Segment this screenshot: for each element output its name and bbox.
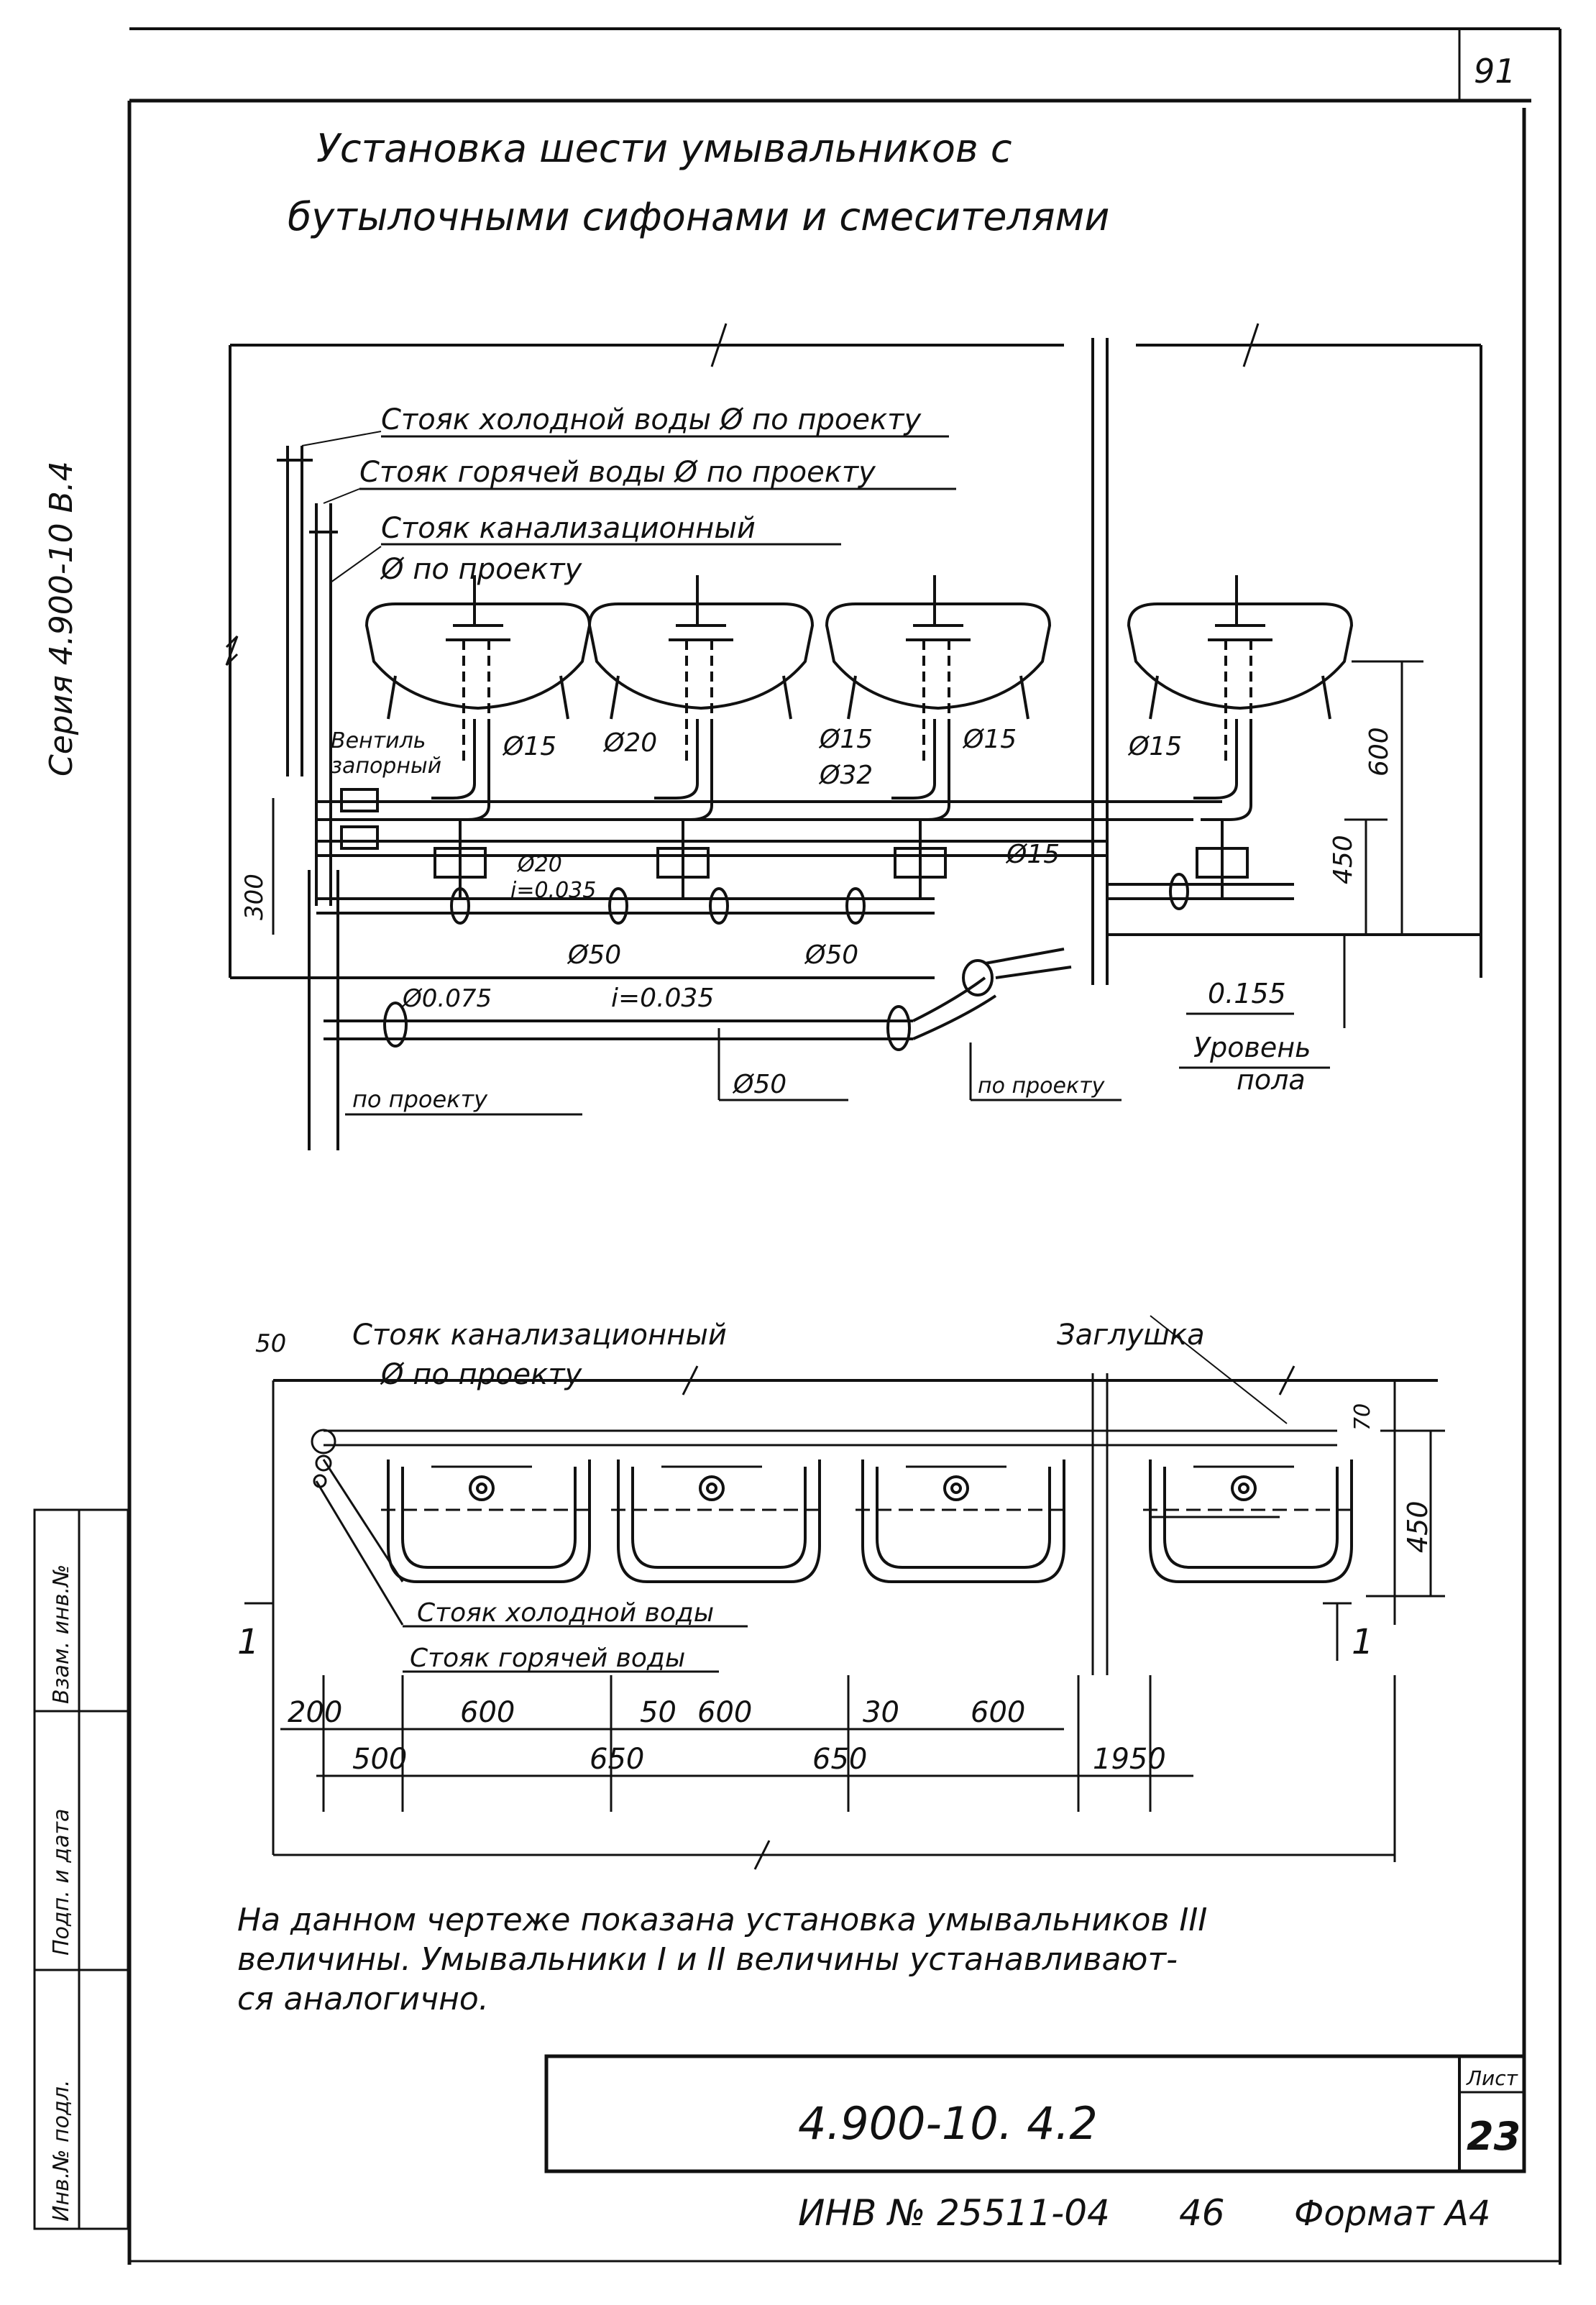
title-line-2: бутылочными сифонами и смесителями [288,194,1109,239]
elev-d075: Ø0.075 [401,984,492,1013]
plan-sewer-riser-label-1: Стояк канализационный [352,1319,727,1352]
plan-dim-row1-label: 30 [863,1696,899,1729]
plan-hot-riser-label: Стояк горячей воды [410,1644,685,1673]
elev-d50-c: Ø50 [732,1070,786,1099]
elev-by-project-a: по проекту [352,1086,488,1113]
plan-dim-70: 70 [1350,1403,1375,1431]
plan-sink [1143,1459,1359,1583]
section-marker-right: 1 [1352,1622,1374,1662]
elev-d15-d: Ø15 [1127,732,1182,761]
elev-dim-450: 450 [1329,835,1358,884]
plan-cold-riser-label: Стояк холодной воды [417,1598,714,1628]
elev-d15-c: Ø15 [962,725,1017,754]
plan-sewer-riser-label-2: Ø по проекту [380,1358,583,1391]
plan-sinks [381,1459,1359,1583]
footer-num: 46 [1179,2192,1225,2234]
elev-d15-e: Ø15 [1005,840,1060,869]
stamp-col-3: Взам. инв.№ [49,1564,74,1704]
plan-view [244,1365,1438,1855]
elevation-dimensions [272,660,1423,1116]
note-line-2: величины. Умывальники I и II величины ус… [237,1941,1178,1978]
elev-d20-slope: Ø20 [516,852,562,877]
plan-sink [856,1459,1071,1583]
elevation-sink [587,575,815,899]
plan-dim-row1-label: 600 [697,1696,752,1729]
footer-inv: ИНВ № 25511-04 [798,2192,1110,2234]
elev-dim-300: 300 [240,874,269,920]
elev-mark-0155: 0.155 [1208,978,1286,1009]
sheet-label: Лист [1466,2066,1518,2090]
elev-slope-a: i=0.035 [510,878,596,903]
elev-hot-riser-label: Стояк горячей воды Ø по проекту [359,456,876,489]
note-line-1: На данном чертеже показана установка умы… [237,1902,1207,1938]
sheet-number: 91 [1474,52,1516,91]
footer-format: Формат А4 [1294,2194,1490,2234]
section-marker-left: 1 [237,1622,260,1662]
plan-dim-50: 50 [255,1329,286,1358]
side-series-label: Серия 4.900-10 В.4 [43,461,80,776]
title-line-1: Установка шести умывальников с [316,126,1012,171]
plan-dim-450: 450 [1402,1500,1434,1553]
elev-d50-b: Ø50 [804,940,858,970]
elev-d50-a: Ø50 [567,940,621,970]
outer-frame [127,27,1561,2265]
plan-dim-row2-label: 650 [812,1743,867,1776]
elev-cold-riser-label: Стояк холодной воды Ø по проекту [381,403,922,436]
plan-dims-row-1: 200 600 50 600 30 600 [288,1696,1025,1729]
plan-dim-row2-label: 1950 [1093,1743,1166,1776]
title-block [544,2054,1526,2173]
plan-dim-row1-label: 50 [640,1696,677,1729]
plan-dim-row1-label: 600 [460,1696,515,1729]
plan-dim-row1-label: 600 [971,1696,1025,1729]
elev-sewer-riser-label-2: Ø по проекту [380,553,583,586]
elev-dim-600: 600 [1365,727,1394,776]
elevation-sinks [364,575,1354,899]
elev-by-project-b: по проекту [978,1073,1106,1099]
plan-sink [381,1459,597,1583]
elevation-view [225,323,1482,985]
plan-plug-label: Заглушка [1057,1319,1205,1352]
elev-sewer-riser-label-1: Стояк канализационный [381,512,756,545]
plan-dim-row2-label: 650 [590,1743,644,1776]
plan-dim-row1-label: 200 [288,1696,342,1729]
elev-d15-b: Ø15 [818,725,873,754]
elevation-sink [364,575,592,899]
elev-valve-label-2: запорный [331,753,441,779]
elevation-sink [825,575,1052,899]
risers [277,446,339,1150]
plan-dims-row-2: 500 650 650 1950 [352,1743,1166,1776]
supply-pipes [316,788,1294,1051]
sheet-no: 23 [1467,2114,1521,2159]
elev-d15-a: Ø15 [502,732,556,761]
plan-sink [611,1459,827,1583]
stamp-col-1: Инв.№ подл. [49,2080,74,2222]
elev-d32: Ø32 [818,761,873,790]
elev-slope-b: i=0.035 [611,984,714,1013]
elev-valve-label-1: Вентиль [331,728,426,753]
stamp-columns [33,1508,129,2230]
elevation-labels [301,431,956,583]
elev-floor-label-2: пола [1237,1064,1306,1096]
elev-d20: Ø20 [602,728,657,758]
doc-code: 4.900-10. 4.2 [798,2097,1098,2150]
plan-dimensions [273,1315,1445,1870]
stamp-col-2: Подп. и дата [49,1809,74,1956]
elev-floor-label-1: Уровень [1193,1032,1311,1063]
note-line-3: ся аналогично. [237,1981,489,2017]
plan-dim-row2-label: 500 [352,1743,407,1776]
